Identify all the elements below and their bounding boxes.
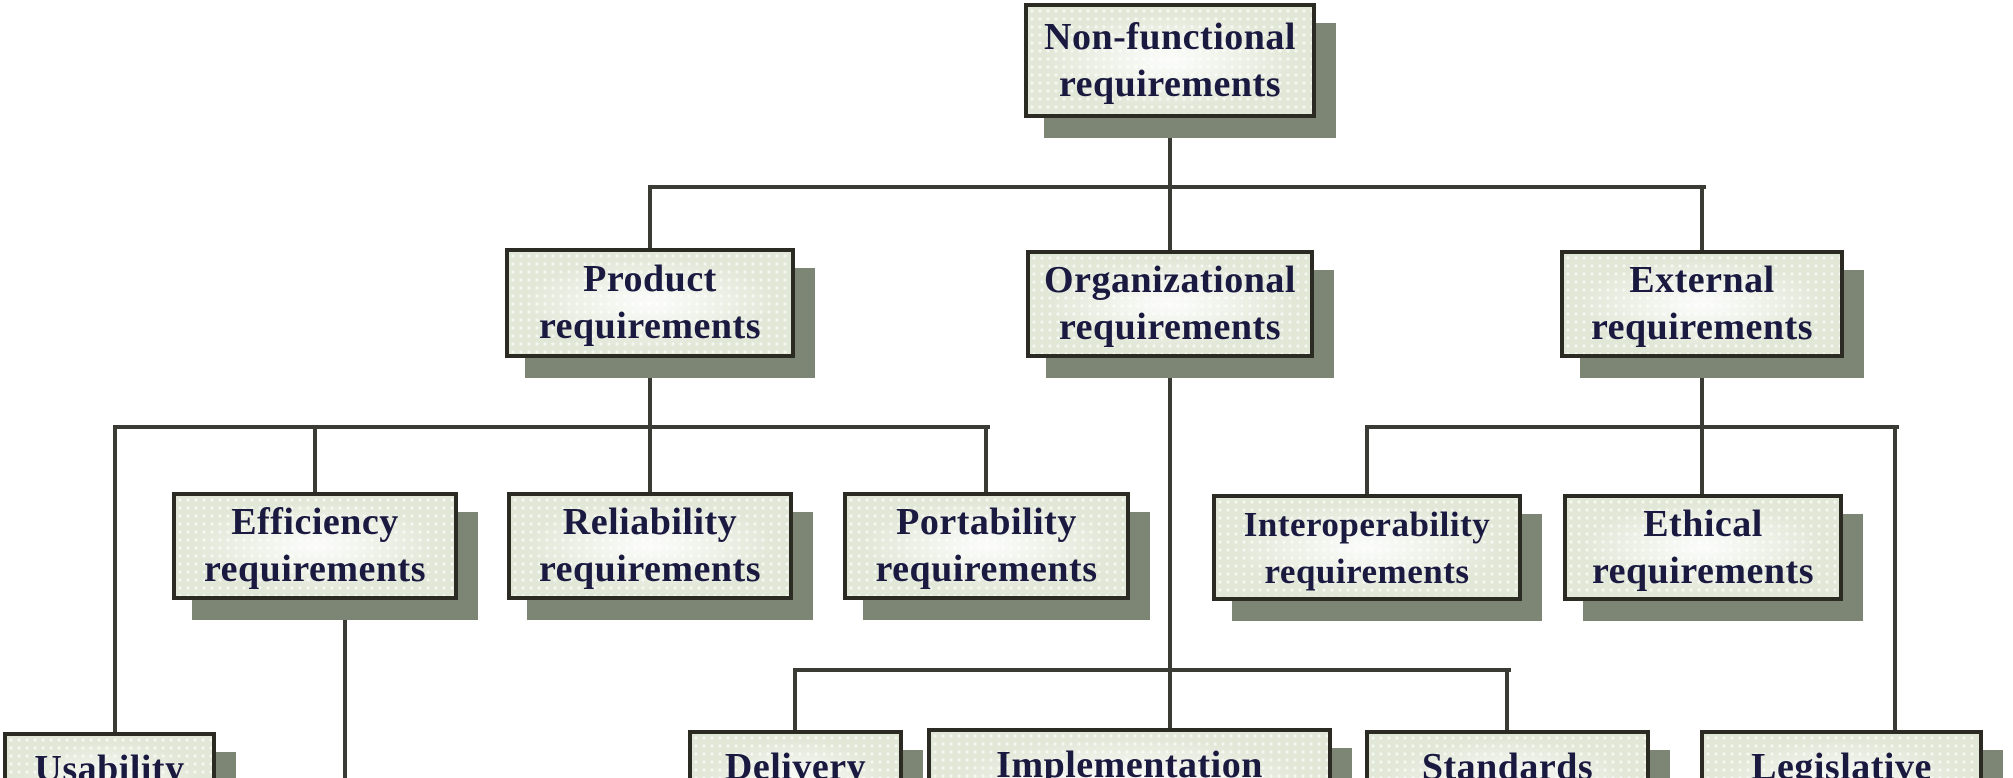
connector-drop-product <box>648 185 652 250</box>
node-label: Efficiency requirements <box>203 501 426 590</box>
connector-product-bus <box>113 425 990 429</box>
node-label: Implementation <box>996 744 1263 778</box>
node-external-requirements: External requirements <box>1560 250 1844 358</box>
node-label: Non-functional requirements <box>1044 15 1296 105</box>
connector-drop-external <box>1700 185 1704 252</box>
node-label: External requirements <box>1590 259 1813 348</box>
connector-drop-delivery <box>793 668 797 734</box>
node-portability-requirements: Portability requirements <box>843 492 1130 600</box>
node-delivery-requirements: Delivery <box>688 730 903 778</box>
connector-drop-reliability <box>648 425 652 494</box>
node-non-functional-requirements: Non-functional requirements <box>1024 3 1316 118</box>
node-label: Interoperability requirements <box>1243 504 1491 591</box>
node-label: Reliability requirements <box>538 501 761 590</box>
node-label: Standards <box>1421 746 1594 778</box>
node-usability-requirements: Usability <box>3 732 216 778</box>
node-product-requirements: Product requirements <box>505 248 795 358</box>
connector-drop-usability <box>113 425 117 734</box>
node-efficiency-requirements: Efficiency requirements <box>172 492 458 600</box>
connector-root-trunk <box>1168 118 1172 185</box>
node-label: Legislative <box>1751 746 1932 778</box>
connector-external-trunk <box>1700 358 1704 427</box>
node-organizational-requirements: Organizational requirements <box>1026 250 1314 358</box>
node-interoperability-requirements: Interoperability requirements <box>1212 494 1522 601</box>
node-legislative-requirements: Legislative <box>1700 730 1983 778</box>
node-label: Ethical requirements <box>1591 502 1814 592</box>
node-implementation-requirements: Implementation <box>927 728 1332 778</box>
connector-drop-ethical <box>1700 425 1704 496</box>
connector-drop-standards <box>1505 668 1509 732</box>
node-reliability-requirements: Reliability requirements <box>507 492 793 600</box>
node-label: Usability <box>34 748 185 778</box>
node-label: Portability requirements <box>875 501 1098 590</box>
connector-organizational-bus <box>793 668 1511 672</box>
node-label: Delivery <box>724 746 867 778</box>
node-label: Organizational requirements <box>1044 259 1296 348</box>
connector-drop-organizational <box>1168 185 1172 252</box>
connector-drop-interoperability <box>1365 425 1369 496</box>
node-ethical-requirements: Ethical requirements <box>1563 494 1843 601</box>
node-label: Product requirements <box>538 258 761 347</box>
connector-organizational-trunk <box>1168 358 1172 672</box>
connector-drop-legislative <box>1893 425 1897 732</box>
connector-drop-portability <box>984 425 988 494</box>
connector-efficiency-trunk <box>343 602 347 778</box>
node-standards-requirements: Standards <box>1365 730 1650 778</box>
connector-product-trunk <box>648 358 652 427</box>
connector-drop-implementation <box>1168 668 1172 730</box>
connector-drop-efficiency <box>313 425 317 494</box>
connector-level2-bus <box>648 185 1706 189</box>
connector-external-bus <box>1365 425 1899 429</box>
